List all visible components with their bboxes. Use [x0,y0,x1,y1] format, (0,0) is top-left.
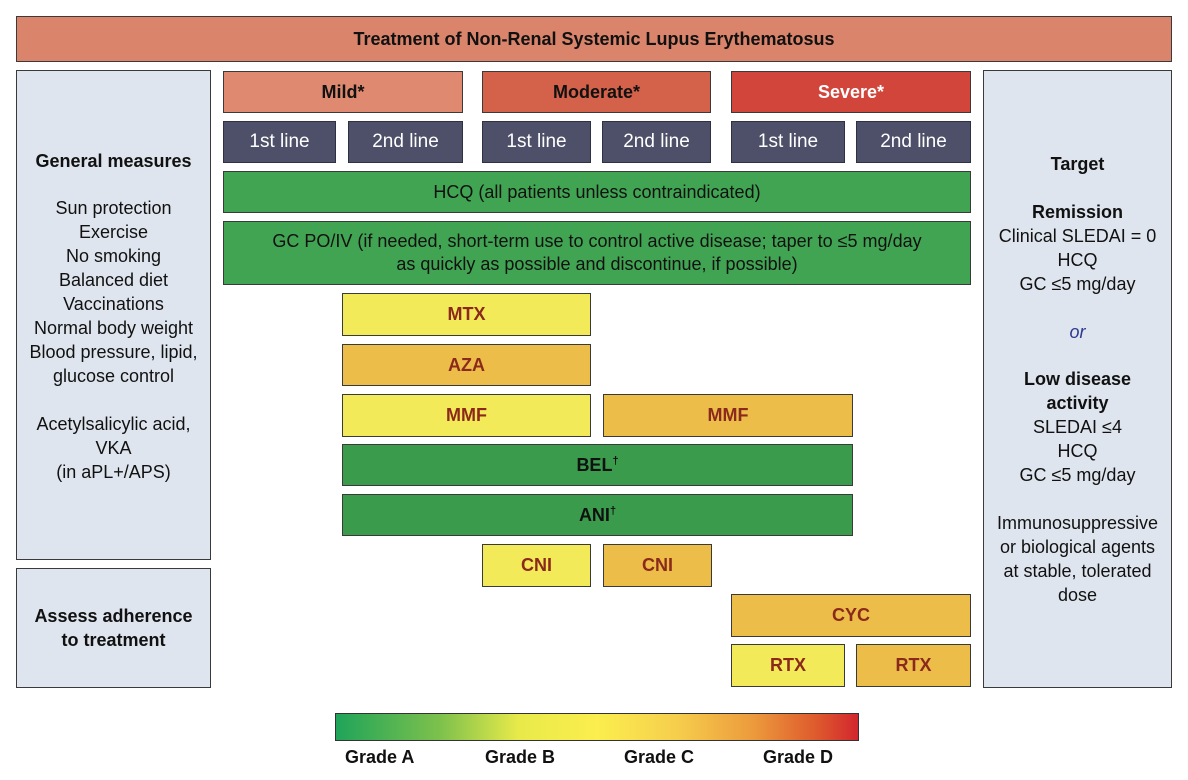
gm-item2: (in aPL+/APS) [56,462,171,482]
remission-item: Clinical SLEDAI = 0 [998,226,1157,246]
gm-item2: VKA [95,438,132,458]
grade-gradient-bar [335,713,859,741]
cni-label: CNI [642,555,673,575]
severity-severe-label: Severe* [817,81,885,102]
mmf-box-mild: MMF [342,394,591,437]
gm-item: Balanced diet [58,270,169,290]
gm-item: Vaccinations [63,294,164,314]
adherence-line: Assess adherence [34,606,193,626]
lda-heading: activity [1046,393,1109,413]
line-label: 2nd line [880,131,947,152]
cni-label: CNI [521,555,552,575]
lda-item: GC ≤5 mg/day [1019,465,1136,485]
gc-bar: GC PO/IV (if needed, short-term use to c… [223,221,971,285]
bel-text: BEL [576,454,613,475]
gm-item: Sun protection [55,198,172,218]
ani-label: ANI† [579,505,616,526]
or-text: or [1069,322,1086,342]
ani-text: ANI [578,504,610,525]
grade-d-label: Grade D [763,747,834,767]
aza-label: AZA [448,354,485,375]
line-label: 1st line [757,131,819,152]
bel-dagger: † [612,454,619,467]
mmf-label: MMF [446,405,487,425]
target-heading: Target [1050,154,1105,174]
mtx-box: MTX [342,293,591,336]
adherence-panel: Assess adherence to treatment [16,568,211,688]
remission-item: GC ≤5 mg/day [1019,274,1136,294]
rtx-label: RTX [770,655,806,675]
aza-box: AZA [342,344,591,386]
lda-item: SLEDAI ≤4 [1033,417,1122,437]
severe-second-line: 2nd line [856,121,971,163]
severe-first-line: 1st line [731,121,845,163]
immuno-line: at stable, tolerated [1003,561,1152,581]
ani-dagger: † [609,504,617,517]
moderate-first-line: 1st line [482,121,591,163]
severity-mild: Mild* [223,71,463,113]
rtx-box-first: RTX [731,644,845,687]
cni-box-second: CNI [603,544,712,587]
hcq-text: HCQ (all patients unless contraindicated… [433,181,761,202]
grade-b-label: Grade B [485,747,556,767]
mild-first-line: 1st line [223,121,336,163]
severity-severe: Severe* [731,71,971,113]
adherence-line: to treatment [61,630,166,650]
line-label: 1st line [249,131,310,152]
lda-heading: Low disease [1023,369,1132,389]
rtx-box-second: RTX [856,644,971,687]
gm-item2: Acetylsalicylic acid, [36,414,191,434]
target-panel: Target Remission Clinical SLEDAI = 0 HCQ… [983,70,1172,688]
hcq-bar: HCQ (all patients unless contraindicated… [223,171,971,213]
mmf-box-moderate: MMF [603,394,853,437]
rtx-label: RTX [895,655,932,675]
ani-box: ANI† [342,494,853,536]
lda-item: HCQ [1057,441,1098,461]
mild-second-line: 2nd line [348,121,463,163]
cni-box-first: CNI [482,544,591,587]
gm-item: Exercise [78,222,149,242]
grade-a-label: Grade A [345,747,415,767]
line-label: 1st line [506,131,567,152]
general-measures-heading: General measures [35,151,192,171]
gm-item: No smoking [65,246,162,266]
diagram-title: Treatment of Non-Renal Systemic Lupus Er… [16,16,1172,62]
cyc-box: CYC [731,594,971,637]
severity-moderate: Moderate* [482,71,711,113]
line-label: 2nd line [372,131,439,152]
bel-label: BEL† [576,455,618,476]
gc-text-line: GC PO/IV (if needed, short-term use to c… [272,231,922,251]
cyc-label: CYC [831,605,870,625]
moderate-second-line: 2nd line [602,121,711,163]
remission-item: HCQ [1057,250,1098,270]
title-text: Treatment of Non-Renal Systemic Lupus Er… [353,28,835,49]
gc-text-line: as quickly as possible and discontinue, … [396,254,798,274]
mtx-label: MTX [447,304,486,324]
immuno-line: dose [1057,585,1098,605]
severity-mild-label: Mild* [321,81,365,102]
immuno-line: or biological agents [999,537,1156,557]
gm-item: Blood pressure, lipid, [29,342,198,362]
line-label: 2nd line [623,131,690,152]
severity-moderate-label: Moderate* [552,81,641,102]
general-measures-panel: General measures Sun protection Exercise… [16,70,211,560]
gm-item: Normal body weight [33,318,194,338]
mmf-label: MMF [707,405,749,425]
bel-box: BEL† [342,444,853,486]
gm-item: glucose control [52,366,175,386]
remission-heading: Remission [1031,202,1124,222]
immuno-line: Immunosuppressive [996,513,1159,533]
grade-c-label: Grade C [624,747,695,767]
